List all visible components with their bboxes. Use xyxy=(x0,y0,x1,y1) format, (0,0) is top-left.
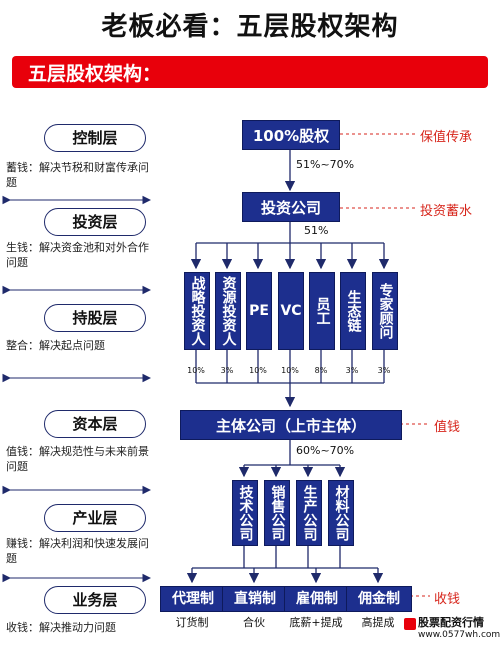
right-label-capital: 值钱 xyxy=(434,420,461,435)
layer-business: 业务层 xyxy=(44,586,146,614)
holder-pct-6: 3% xyxy=(345,366,359,375)
model-commission: 佣金制 xyxy=(346,586,412,612)
holder-pct-3: 10% xyxy=(249,366,267,375)
banner-text: 五层股权架构： xyxy=(28,63,162,85)
model-commission-desc: 高提成 xyxy=(361,616,395,629)
right-label-invest: 投资蓄水 xyxy=(420,204,473,219)
layer-invest-desc: 生钱：解决资金池和对外合作问题 xyxy=(6,241,149,269)
logo: 股票配资行情 www.0577wh.com xyxy=(404,614,500,646)
main-company-box: 主体公司（上市主体） xyxy=(180,410,402,440)
sub-production-company: 生产公司 xyxy=(296,480,322,546)
logo-url: www.0577wh.com xyxy=(418,630,500,640)
right-label-business: 收钱 xyxy=(434,592,461,607)
sub-material-company: 材料公司 xyxy=(328,480,354,546)
layer-holding-desc: 整合：解决起点问题 xyxy=(6,339,105,352)
logo-icon xyxy=(404,618,416,630)
layer-holding: 持股层 xyxy=(44,304,146,332)
page-title: 老板必看：五层股权架构 xyxy=(101,12,399,42)
model-agent-desc: 订货制 xyxy=(175,616,209,629)
right-label-control: 保值传承 xyxy=(420,130,473,145)
holder-pct-1: 10% xyxy=(187,366,205,375)
sub-tech-company: 技术公司 xyxy=(232,480,258,546)
invest-company-box: 投资公司 xyxy=(242,192,340,222)
holder-vc: VC xyxy=(278,272,304,350)
holder-pct-5: 8% xyxy=(314,366,328,375)
layer-business-desc: 收钱：解决推动力问题 xyxy=(6,621,116,634)
holder-ecosystem: 生态链 xyxy=(340,272,366,350)
holder-pct-2: 3% xyxy=(220,366,234,375)
model-employment-desc: 底薪+提成 xyxy=(289,616,343,629)
invest-pct-label: 51% xyxy=(304,224,329,237)
model-direct: 直销制 xyxy=(222,586,288,612)
layer-control-desc: 蓄钱：解决节税和财富传承问题 xyxy=(6,161,149,189)
model-employment: 雇佣制 xyxy=(284,586,350,612)
logo-brand: 股票配资行情 xyxy=(418,616,484,629)
holder-resource-investor: 资源投资人 xyxy=(215,272,241,350)
top-pct-label: 51%~70% xyxy=(296,158,355,171)
holder-pct-7: 3% xyxy=(377,366,391,375)
model-direct-desc: 合伙 xyxy=(243,616,265,629)
section-banner: 五层股权架构： xyxy=(12,56,488,88)
holder-employee: 员工 xyxy=(309,272,335,350)
layer-capital: 资本层 xyxy=(44,410,146,438)
holder-pe: PE xyxy=(246,272,272,350)
main-pct-label: 60%~70% xyxy=(296,444,355,457)
sub-sales-company: 销售公司 xyxy=(264,480,290,546)
layer-industry: 产业层 xyxy=(44,504,146,532)
layer-industry-desc: 赚钱：解决利润和快速发展问题 xyxy=(6,537,149,565)
holder-expert: 专家顾问 xyxy=(372,272,398,350)
model-agent: 代理制 xyxy=(160,586,226,612)
equity-100-box: 100%股权 xyxy=(242,120,340,150)
holder-strategic-investor: 战略投资人 xyxy=(184,272,210,350)
holder-pct-4: 10% xyxy=(281,366,299,375)
layer-control: 控制层 xyxy=(44,124,146,152)
layer-invest: 投资层 xyxy=(44,208,146,236)
layer-capital-desc: 值钱：解决规范性与未来前景问题 xyxy=(6,445,149,473)
